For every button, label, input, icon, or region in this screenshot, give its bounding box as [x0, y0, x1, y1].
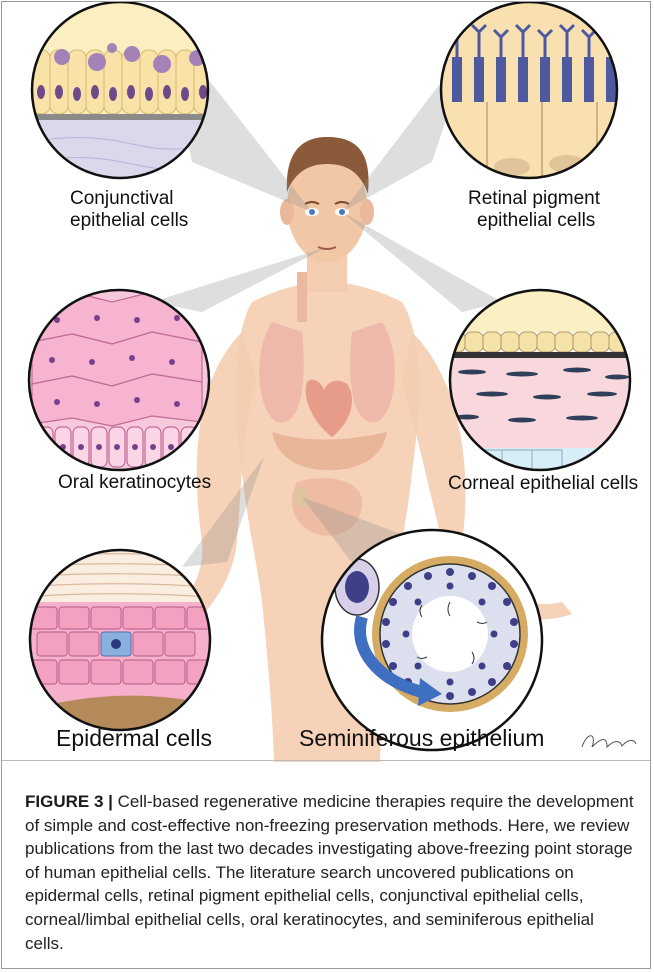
label-oral-keratinocytes: Oral keratinocytes — [58, 472, 211, 493]
label-seminiferous-epithelium: Seminiferous epithelium — [299, 725, 544, 751]
oral-keratinocytes-circle — [29, 290, 209, 470]
label-conjunctival-line2: epithelial cells — [70, 210, 188, 231]
epidermal-cells-circle — [22, 547, 222, 742]
artist-signature — [582, 736, 636, 747]
corneal-cells-circle — [442, 282, 642, 478]
caption-text: Cell-based regenerative medicine therapi… — [25, 792, 634, 953]
retinal-pigment-cells-circle — [432, 2, 632, 202]
label-retinal-line2: epithelial cells — [477, 210, 595, 231]
label-epidermal-cells: Epidermal cells — [56, 725, 212, 751]
label-retinal-line1: Retinal pigment — [468, 188, 600, 209]
label-conjunctival-line1: Conjunctival — [70, 188, 174, 209]
epithelial-cells-illustration — [2, 2, 651, 762]
caption-divider — [2, 760, 651, 761]
figure-caption: FIGURE 3 | Cell-based regenerative medic… — [25, 790, 635, 955]
caption-lead: FIGURE 3 | — [25, 792, 113, 811]
seminiferous-epithelium-circle — [322, 530, 542, 750]
label-corneal-cells: Corneal epithelial cells — [448, 473, 638, 494]
